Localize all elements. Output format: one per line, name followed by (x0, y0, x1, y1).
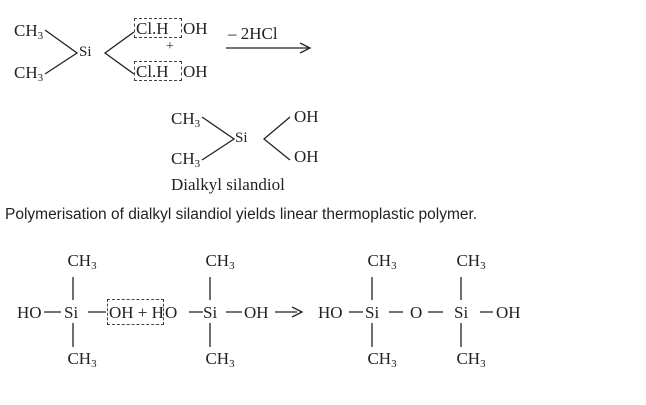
hydroxyl: OH (183, 19, 208, 38)
oxygen-atom: O (165, 303, 178, 322)
silicon-atom: Si (454, 303, 469, 322)
hydroxyl: OH (183, 62, 208, 81)
product-name: Dialkyl silandiol (171, 175, 285, 194)
silicon-atom: Si (203, 303, 218, 322)
hydroxyl: OH (244, 303, 269, 322)
methyl-group: CH3 (456, 251, 486, 272)
description-text: Polymerisation of dialkyl silandiol yiel… (5, 206, 478, 223)
methyl-group: CH3 (367, 349, 397, 370)
methyl-group: CH3 (456, 349, 486, 370)
methyl-group: CH3 (67, 251, 97, 272)
hydroxyl: OH (496, 303, 521, 322)
hydroxyl: HO (318, 303, 343, 322)
oh-plus-h: OH + H (109, 303, 164, 322)
methyl-group: CH3 (171, 109, 201, 130)
silicon-atom: Si (64, 303, 79, 322)
methyl-group: CH3 (14, 63, 44, 84)
elimination-box (134, 18, 182, 38)
plus-sign: + (166, 39, 174, 54)
methyl-group: CH3 (14, 21, 44, 42)
elimination-box (107, 299, 164, 325)
hydroxyl: OH (294, 107, 319, 126)
silicon-atom: Si (365, 303, 380, 322)
elimination-box (134, 61, 182, 81)
methyl-group: CH3 (205, 349, 235, 370)
reaction-condition: – 2HCl (228, 24, 278, 43)
methyl-group: CH3 (67, 349, 97, 370)
oxygen-atom: O (410, 303, 423, 322)
methyl-group: CH3 (367, 251, 397, 272)
silicon-atom: Si (235, 130, 248, 146)
methyl-group: CH3 (171, 149, 201, 170)
cl-h: Cl.H (136, 19, 169, 38)
silicon-atom: Si (79, 44, 92, 60)
cl-h: Cl.H (136, 62, 169, 81)
methyl-group: CH3 (205, 251, 235, 272)
hydroxyl: HO (17, 303, 42, 322)
hydroxyl: OH (294, 147, 319, 166)
